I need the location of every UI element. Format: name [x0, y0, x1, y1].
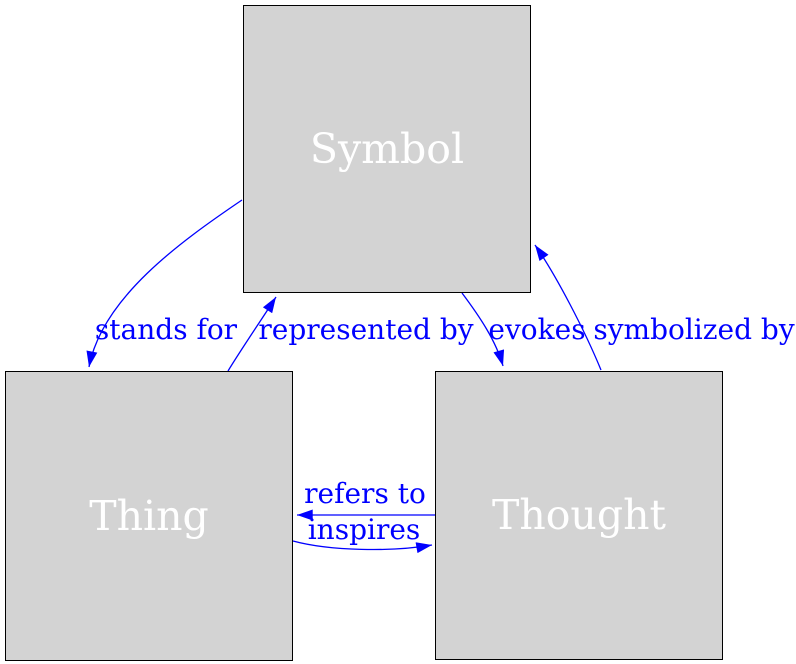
node-thing: Thing [5, 371, 293, 661]
edge-label-refers-to: refers to [304, 477, 426, 510]
edge-label-stands-for: stands for [94, 313, 238, 346]
node-thing-label: Thing [89, 491, 209, 540]
edge-stands-for-path [86, 199, 243, 368]
edge-inspires-path [292, 540, 433, 554]
edge-represented-by-path [227, 296, 277, 372]
edge-symbolized-by-path [534, 244, 602, 371]
node-thought-label: Thought [492, 491, 666, 539]
edge-label-symbolized-by: symbolized by [593, 313, 795, 346]
edge-label-represented-by: represented by [258, 313, 474, 346]
node-symbol: Symbol [243, 5, 531, 293]
node-thought: Thought [435, 371, 723, 660]
edge-evokes-path [461, 292, 505, 367]
node-symbol-label: Symbol [309, 124, 465, 173]
edge-label-evokes: evokes [488, 313, 586, 346]
edge-label-inspires: inspires [307, 513, 421, 546]
